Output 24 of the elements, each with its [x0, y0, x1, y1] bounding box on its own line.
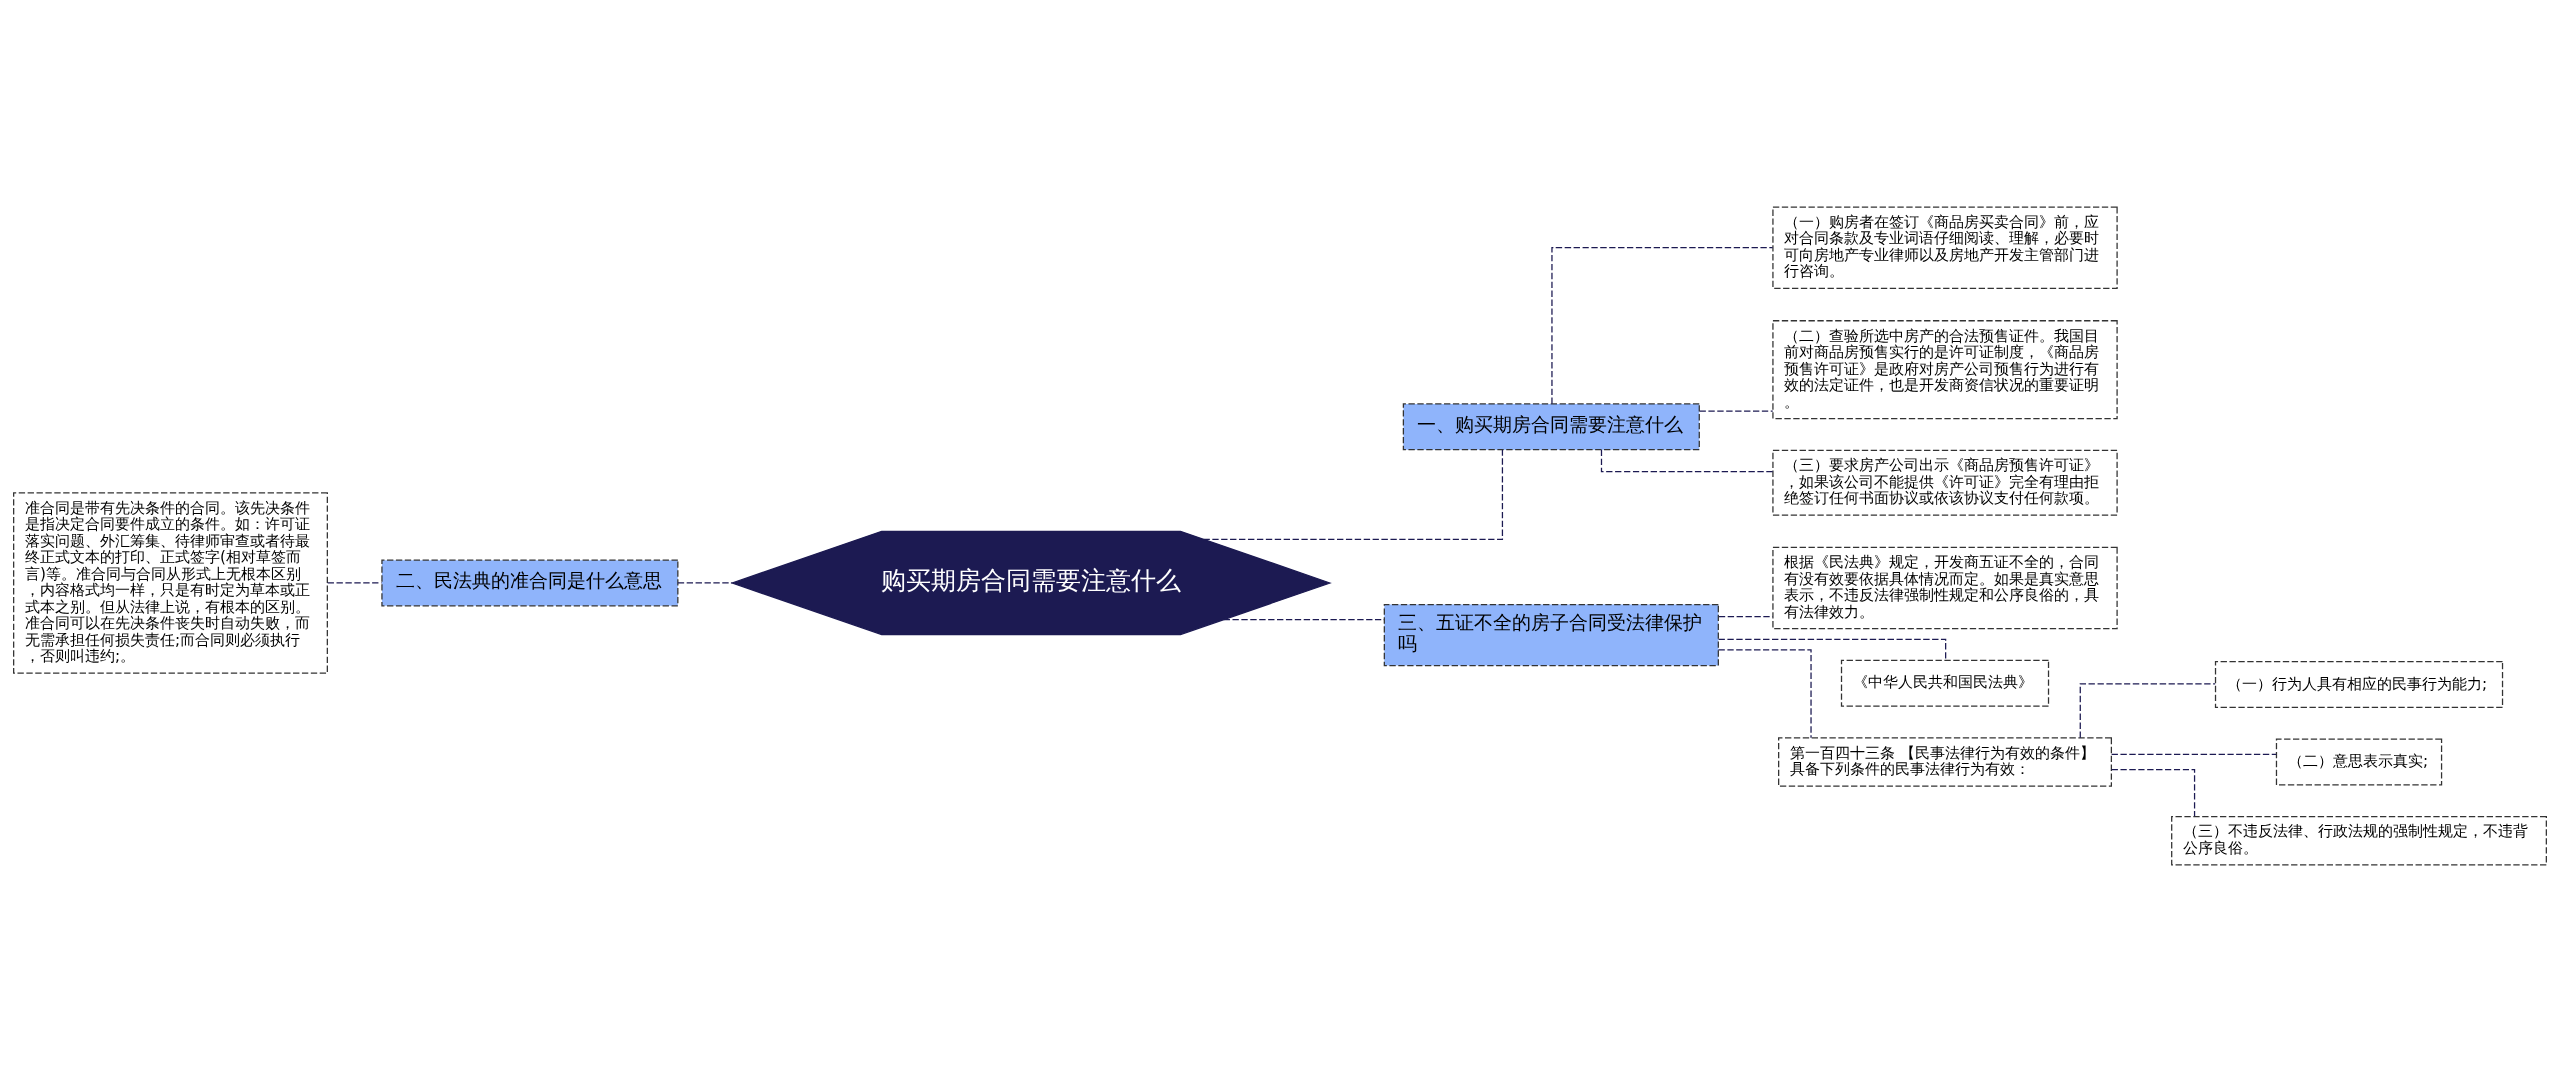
- connector: [1223, 618, 1385, 620]
- node-box: 二、民法典的准合同是什么意思: [381, 559, 679, 606]
- node-box: （三）要求房产公司出示《商品房预售许可证》，如果该公司不能提供《许可证》完全有理由拒绝签订任何书面协议或依该协议支付任何款项。: [1772, 449, 2118, 516]
- connector: [1718, 615, 1774, 617]
- connector: [1698, 410, 1774, 412]
- node-box: 三、五证不全的房子合同受法律保护吗: [1383, 603, 1719, 666]
- node-box: （三）不违反法律、行政法规的强制性规定，不违背公序良俗。: [2171, 815, 2547, 866]
- connector: [1551, 246, 1774, 404]
- node-box: 准合同是带有先决条件的合同。该先决条件是指决定合同要件成立的条件。如：许可证落实问题、外汇筹集、待律师审查或者待最终正式文本的打印、正式签字(相对草签而言)等。准合同与合同从形式上无根本区别，内容格式均一样，只是有时定为草本或正式本之别。但从法律上说，有根本的区别。准合同可以在先决条件丧失时自动失败，而无需承担任何损失责任;而合同则必须执行，否则叫违约;。: [13, 491, 328, 674]
- node-box: 根据《民法典》规定，开发商五证不全的，合同有没有效要依据具体情况而定。如果是真实意思表示，不违反法律强制性规定和公序良俗的，具有法律效力。: [1772, 546, 2118, 629]
- node-box: 第一百四十三条 【民事法律行为有效的条件】具备下列条件的民事法律行为有效：: [1778, 736, 2112, 787]
- node-box: （二）查验所选中房产的合法预售证件。我国目前对商品房预售实行的是许可证制度，《商品房预售许可证》是政府对房产公司预售行为进行有效的法定证件，也是开发商资信状况的重要证明。: [1772, 319, 2118, 419]
- connector: [1717, 648, 1812, 738]
- connector: [2079, 682, 2216, 738]
- node-box: 《中华人民共和国民法典》: [1840, 659, 2050, 707]
- connector: [1202, 448, 1504, 540]
- connector: [2110, 768, 2196, 817]
- node-box: （一）购房者在签订《商品房买卖合同》前，应对合同条款及专业词语仔细阅读、理解，必要时可向房地产专业律师以及房地产开发主管部门进行咨询。: [1772, 205, 2118, 289]
- connector: [2111, 753, 2277, 755]
- connector: [677, 581, 733, 584]
- connector: [327, 581, 383, 584]
- node-box: （二）意思表示真实;: [2275, 738, 2443, 786]
- node-box: 一、购买期房合同需要注意什么: [1402, 402, 1700, 450]
- node-box: （一）行为人具有相应的民事行为能力;: [2214, 660, 2504, 708]
